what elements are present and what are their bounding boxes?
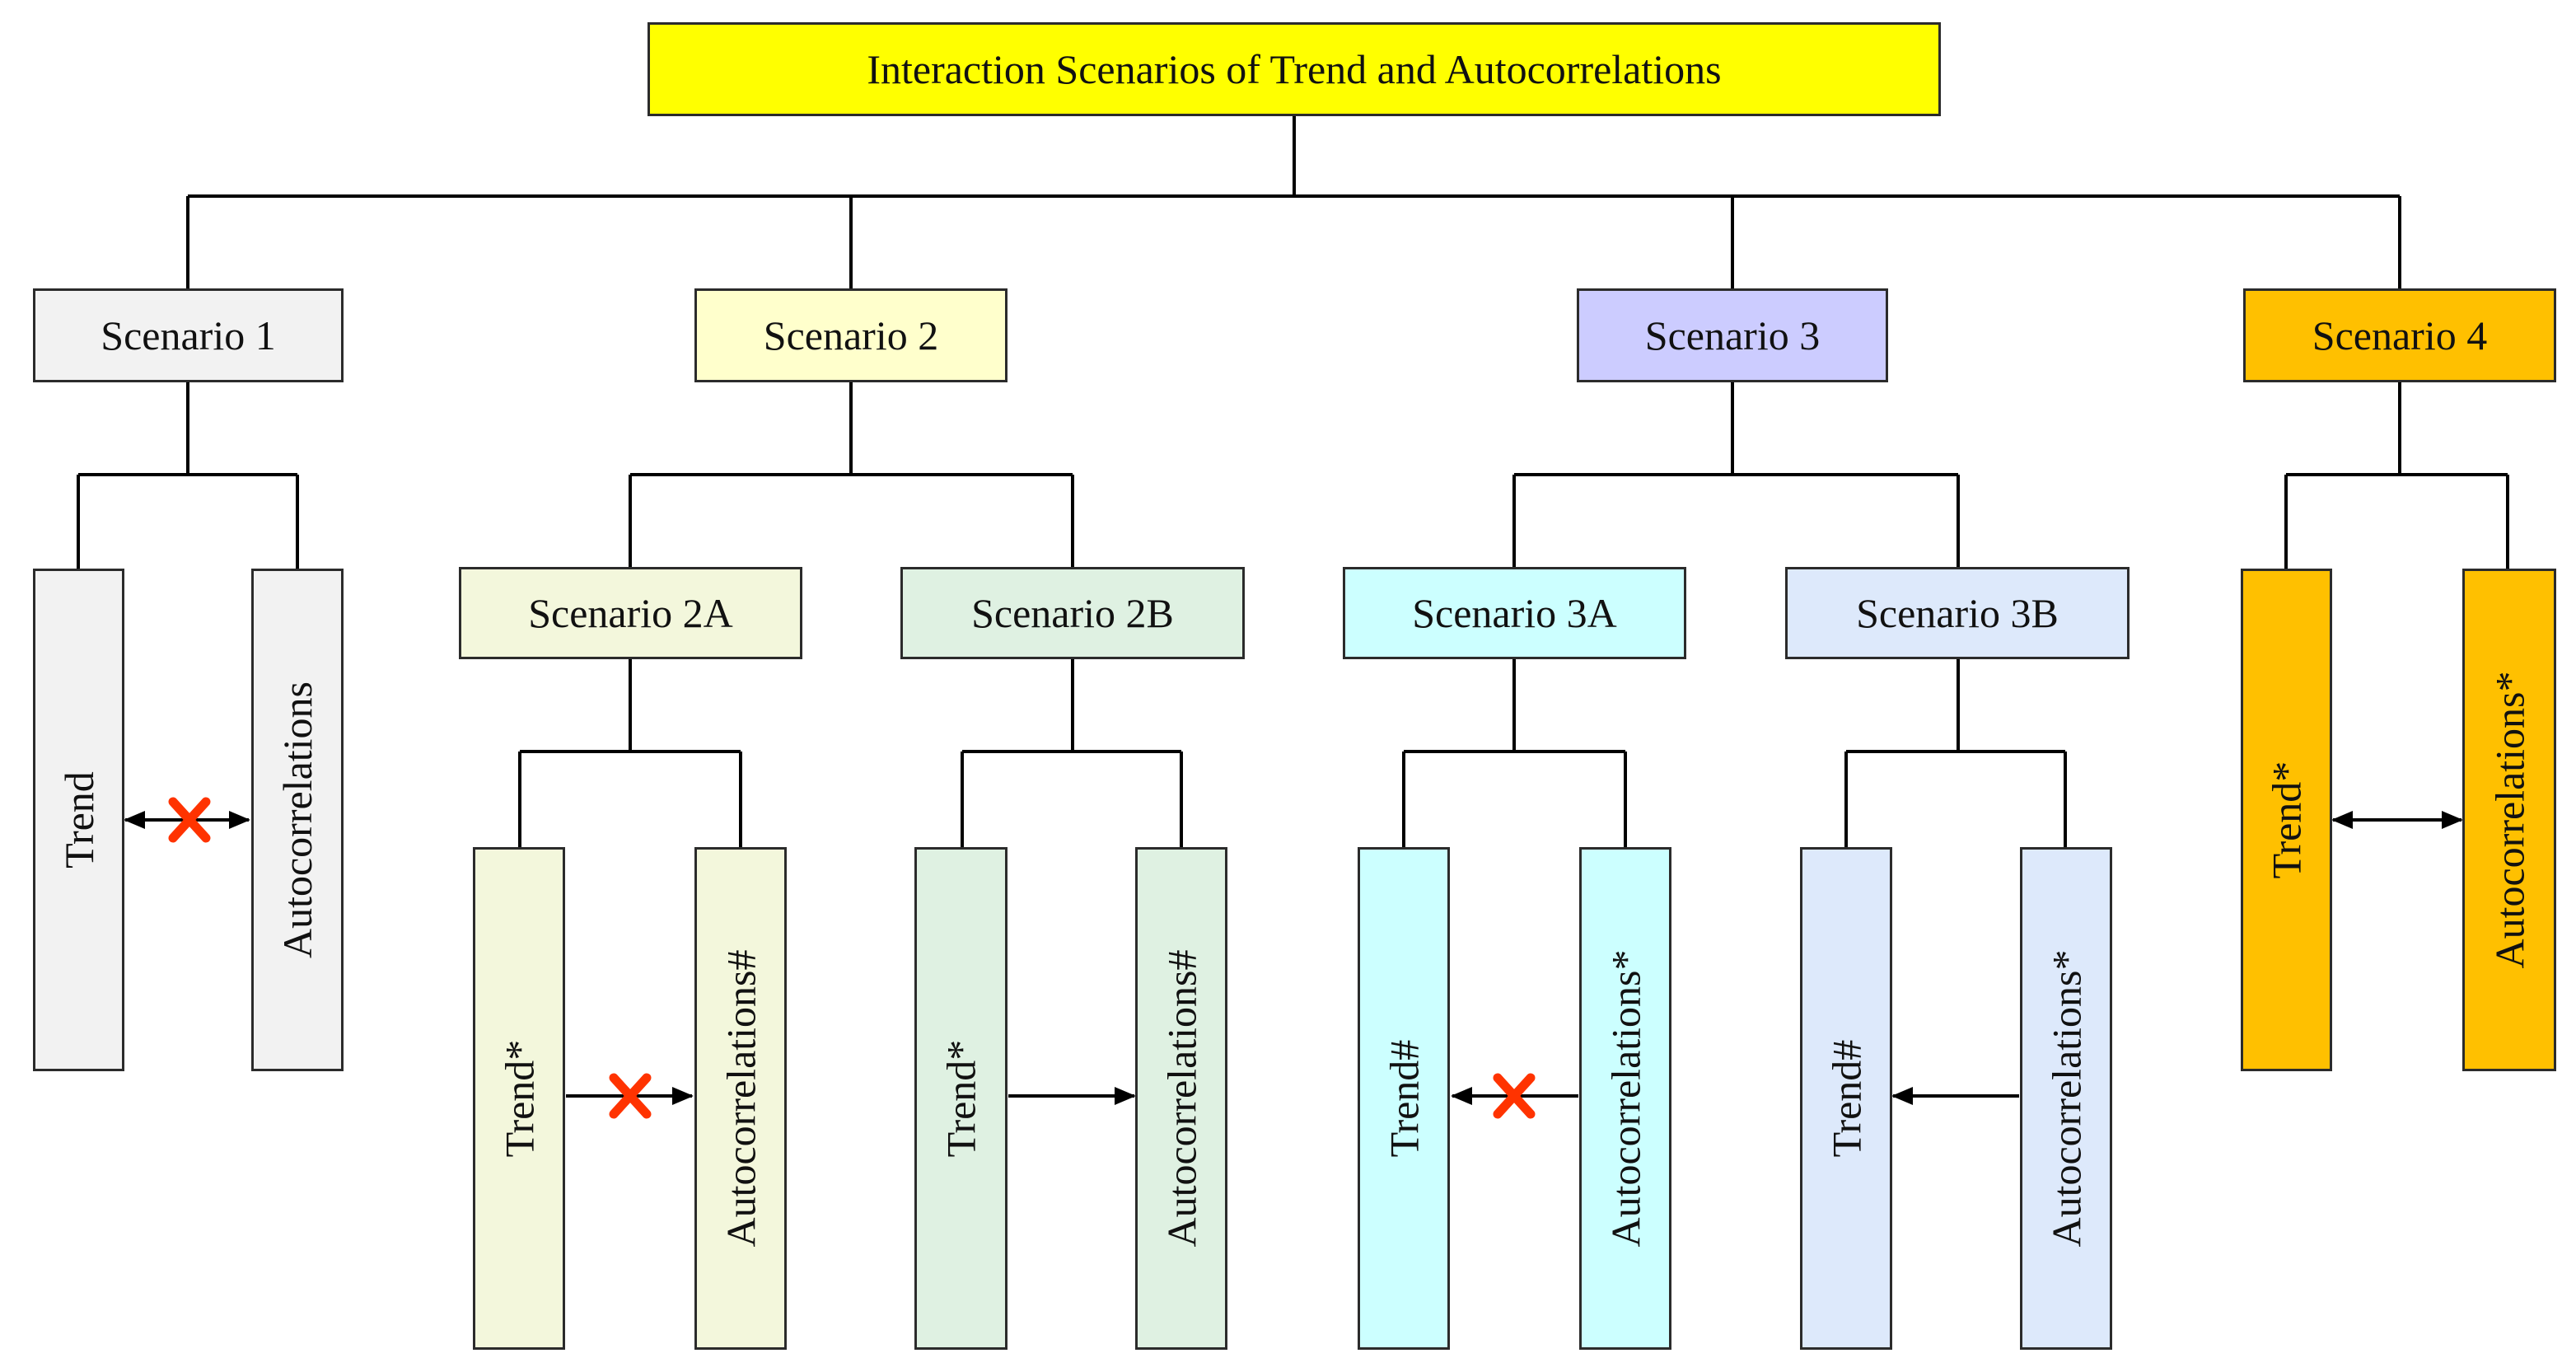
scenario-4-box: Scenario 4 xyxy=(2243,288,2556,382)
scenario-1-trend-label: Trend xyxy=(55,771,102,869)
scenario-4-trend-label: Trend* xyxy=(2263,761,2310,879)
connector-scenario-4-tree xyxy=(2284,381,2509,569)
scenario-2a-label: Scenario 2A xyxy=(528,590,733,636)
scenario-3b-label: Scenario 3B xyxy=(1856,590,2059,636)
scenario-2b-box: Scenario 2B xyxy=(900,567,1245,659)
scenario-2a-autocorrelations-box: Autocorrelations# xyxy=(694,847,787,1350)
scenario-3a-trend-box: Trend# xyxy=(1358,847,1450,1350)
scenario-3b-autocorrelations-box: Autocorrelations* xyxy=(2020,847,2112,1350)
scenario-3-box: Scenario 3 xyxy=(1577,288,1888,382)
scenario-2b-label: Scenario 2B xyxy=(971,590,1174,636)
scenario-3a-autocorrelations-box: Autocorrelations* xyxy=(1579,847,1671,1350)
scenario-2b-trend-box: Trend* xyxy=(914,847,1007,1350)
tree-connectors xyxy=(77,115,2509,847)
scenario-3a-box: Scenario 3A xyxy=(1343,567,1686,659)
scenario-4-trend-box: Trend* xyxy=(2241,569,2332,1071)
scenario-4-label: Scenario 4 xyxy=(2312,312,2488,358)
no-interaction-marks xyxy=(168,797,1536,1119)
connector-scenario-2-tree xyxy=(629,381,1074,569)
scenario-1-label: Scenario 1 xyxy=(101,312,276,358)
scenario-3a-autocorrelations-label: Autocorrelations* xyxy=(1602,949,1649,1248)
diagram-title-box: Interaction Scenarios of Trend and Autoc… xyxy=(648,22,1941,116)
connector-scenario-3b-tree xyxy=(1844,658,2067,847)
connector-scenario-3-tree xyxy=(1512,381,1960,569)
connector-scenario-1-tree xyxy=(77,381,299,569)
scenario-3b-trend-box: Trend# xyxy=(1800,847,1892,1350)
scenario-3b-box: Scenario 3B xyxy=(1785,567,2130,659)
cross-icon-scenario-1 xyxy=(168,797,211,843)
scenario-3b-trend-label: Trend# xyxy=(1823,1039,1870,1158)
scenario-1-autocorrelations-box: Autocorrelations xyxy=(251,569,344,1071)
scenario-2-box: Scenario 2 xyxy=(694,288,1007,382)
diagram-title: Interaction Scenarios of Trend and Autoc… xyxy=(867,46,1722,92)
scenario-2a-trend-box: Trend* xyxy=(473,847,565,1350)
scenario-3a-trend-label: Trend# xyxy=(1381,1039,1428,1158)
scenario-2a-autocorrelations-label: Autocorrelations# xyxy=(718,949,764,1248)
scenario-2a-trend-label: Trend* xyxy=(496,1039,543,1158)
scenario-1-box: Scenario 1 xyxy=(33,288,344,382)
scenario-3a-label: Scenario 3A xyxy=(1412,590,1617,636)
connector-scenario-2b-tree xyxy=(961,658,1183,847)
scenario-1-trend-box: Trend xyxy=(33,569,124,1071)
scenario-1-autocorrelations-label: Autocorrelations xyxy=(274,681,321,959)
cross-icon-scenario-3a xyxy=(1493,1073,1536,1119)
connector-scenario-2a-tree xyxy=(518,658,742,847)
scenario-2b-trend-label: Trend* xyxy=(937,1039,984,1158)
connector-scenario-3a-tree xyxy=(1402,658,1627,847)
scenario-4-autocorrelations-box: Autocorrelations* xyxy=(2462,569,2556,1071)
scenario-4-autocorrelations-label: Autocorrelations* xyxy=(2486,671,2533,969)
scenario-2-label: Scenario 2 xyxy=(763,312,939,358)
scenario-2b-autocorrelations-box: Autocorrelations# xyxy=(1135,847,1227,1350)
scenario-3-label: Scenario 3 xyxy=(1644,312,1821,358)
scenario-2a-box: Scenario 2A xyxy=(459,567,802,659)
cross-icon-scenario-2a xyxy=(609,1073,652,1119)
scenario-3b-autocorrelations-label: Autocorrelations* xyxy=(2043,949,2090,1248)
scenario-2b-autocorrelations-label: Autocorrelations# xyxy=(1158,949,1205,1248)
